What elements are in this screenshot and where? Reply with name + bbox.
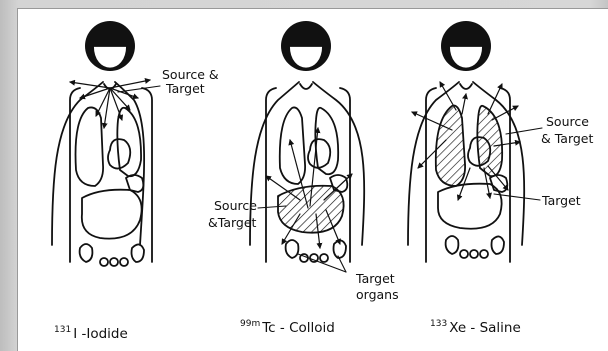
liver [438, 184, 502, 229]
head [441, 21, 491, 71]
label-target: Target [165, 81, 205, 96]
stomach [490, 175, 507, 192]
heart [308, 139, 330, 168]
label-source-and: Source & [162, 67, 219, 82]
source-pointer [506, 128, 542, 134]
caption-xenon-isotope: 133 [430, 319, 447, 329]
head [281, 21, 331, 71]
figure-xenon: Source & Target Target [408, 21, 593, 262]
kidney-right [132, 244, 145, 262]
label-target: Target [355, 271, 395, 286]
label-pointer [118, 86, 160, 92]
bladder [300, 254, 328, 262]
radiation-arrows [412, 82, 520, 200]
liver [82, 190, 142, 239]
label-source: Source [546, 114, 589, 129]
thyroid [300, 84, 312, 89]
figure-iodide: Source & Target [52, 21, 219, 266]
bladder [460, 250, 488, 258]
radiation-arrows [70, 80, 150, 128]
label-source: Source [214, 198, 257, 213]
label-target: Target [541, 193, 581, 208]
bladder [100, 258, 128, 266]
caption-colloid-isotope: 99m [240, 319, 260, 329]
label-organs: organs [356, 287, 399, 302]
lung-left [76, 107, 104, 186]
caption-xenon-name: Xe - Saline [449, 320, 521, 336]
kidney-left [286, 240, 299, 258]
head [85, 21, 135, 71]
kidney-left [446, 236, 459, 254]
kidney-left [80, 244, 93, 262]
figure-colloid: Source &Target Target organs [208, 21, 399, 302]
caption-iodide-name: I -Iodide [73, 326, 128, 342]
lung-left [280, 107, 305, 184]
caption-iodide-isotope: 131 [54, 325, 71, 335]
kidney-right [492, 236, 505, 254]
caption-colloid-name: Tc - Colloid [261, 320, 335, 336]
thyroid [460, 84, 472, 89]
label-and-target: & Target [541, 131, 593, 146]
body-outline [52, 82, 144, 245]
label-and-target: &Target [208, 215, 257, 230]
